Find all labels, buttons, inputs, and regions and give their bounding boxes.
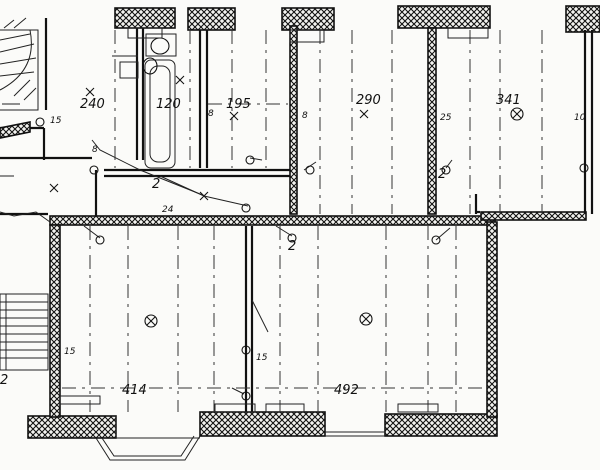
staircase-bottom	[0, 293, 49, 371]
wall-thickness-label: 24	[162, 205, 174, 215]
wall-thickness-label: 15	[64, 347, 76, 357]
switch-icon	[305, 165, 315, 175]
horizontal-dividing-wall	[49, 215, 496, 226]
plain-walls	[0, 18, 594, 412]
room-dimension-label: 195	[226, 97, 251, 112]
radiators	[59, 27, 489, 413]
radiator	[59, 395, 101, 405]
radiator	[127, 27, 163, 39]
light-point-icon	[359, 109, 369, 119]
radiator	[447, 27, 489, 39]
radiator	[214, 403, 256, 413]
exterior-walls-bottom	[27, 411, 498, 439]
radiator	[265, 403, 305, 413]
light-point-icon	[175, 75, 185, 85]
wall-segment	[27, 415, 117, 439]
dimension-labels: 240 120 195 290 341 414 492 15 8 8 25 10…	[0, 93, 586, 398]
wall-thickness-label: 8	[302, 111, 308, 121]
wall-segment	[384, 413, 498, 437]
switch-icon	[35, 117, 45, 127]
switch-icon	[287, 233, 297, 243]
wall-segment	[480, 211, 587, 221]
room-dimension-label: 341	[496, 93, 521, 108]
wall-segment	[114, 7, 176, 29]
staircase-top	[0, 17, 39, 139]
switch-icon	[441, 165, 451, 175]
center-lines	[62, 30, 543, 412]
room-dimension-label: 120	[156, 97, 181, 112]
switch-icon	[241, 391, 251, 401]
light-point-icon	[49, 183, 59, 193]
radiator	[289, 29, 325, 43]
switch-number-label: 2	[152, 177, 160, 192]
bathtub	[144, 59, 176, 169]
bay-window	[95, 416, 385, 461]
switch-icon	[95, 235, 105, 245]
switch-icon	[431, 235, 441, 245]
ceiling-lights	[144, 107, 524, 328]
washbasin	[142, 33, 177, 75]
edge-label: 2	[0, 373, 8, 388]
switch-number-label: 2	[438, 167, 446, 182]
room-dimension-label: 492	[334, 383, 359, 398]
light-point-icon	[229, 111, 239, 121]
switch-icon	[245, 155, 255, 165]
wall-thickness-label: 15	[50, 116, 62, 126]
wall-thickness-label: 25	[440, 113, 452, 123]
ceiling-light-icon	[359, 312, 373, 326]
light-point-icon	[85, 87, 95, 97]
room-dimension-label: 290	[356, 93, 381, 108]
switch-icon	[241, 345, 251, 355]
wall-segment	[187, 7, 236, 31]
wall-thickness-label: 15	[256, 353, 268, 363]
wall-segment	[199, 411, 326, 437]
room-dimension-label: 414	[122, 383, 147, 398]
wall-segment	[565, 5, 600, 33]
exterior-walls-top	[114, 5, 600, 33]
switch-icon	[579, 163, 589, 173]
ceiling-light-icon	[510, 107, 524, 121]
toilet-cabinet	[112, 55, 139, 79]
wall-segment	[289, 25, 298, 215]
interior-walls	[49, 25, 587, 418]
switches	[35, 117, 589, 401]
wall-segment	[427, 27, 437, 215]
left-lower-wall	[49, 224, 61, 418]
room-dimension-label: 240	[80, 97, 105, 112]
ceiling-light-icon	[144, 314, 158, 328]
wall-segment	[397, 5, 491, 29]
right-exterior-wall	[486, 221, 498, 418]
wall-thickness-label: 10	[574, 113, 586, 123]
wall-thickness-label: 8	[208, 109, 214, 119]
radiator	[397, 403, 439, 413]
switch-number-label: 2	[288, 239, 296, 254]
switch-icon	[241, 203, 251, 213]
switch-icon	[89, 165, 99, 175]
wall-thickness-label: 8	[92, 145, 98, 155]
